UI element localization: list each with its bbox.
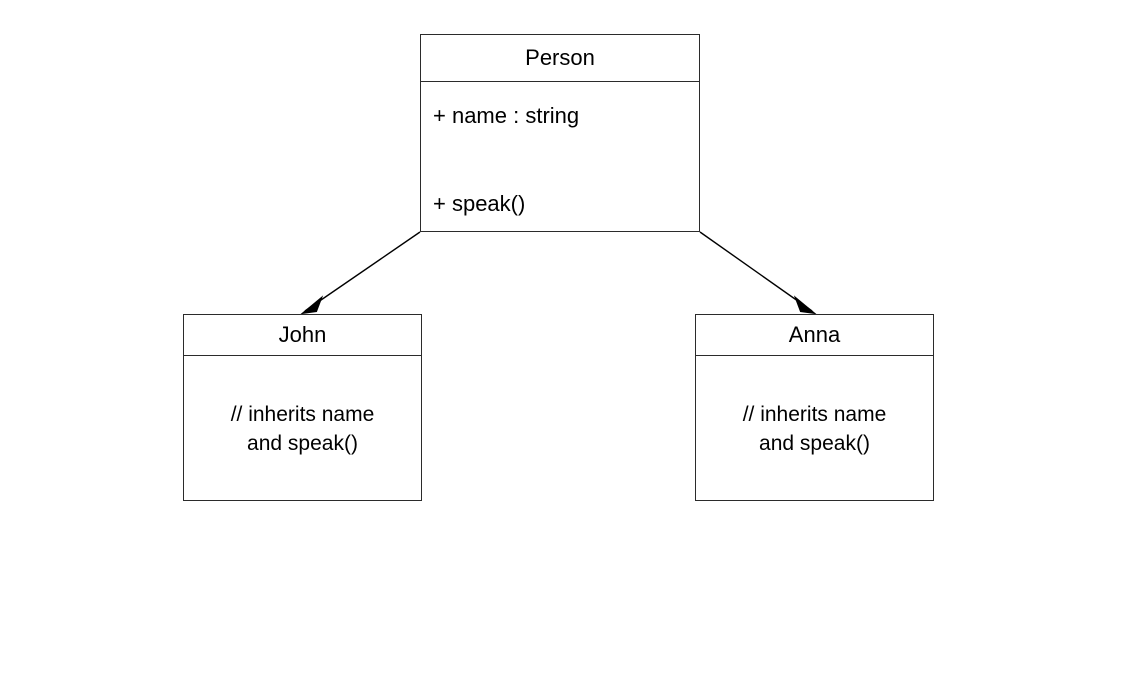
arrowhead-icon bbox=[300, 295, 324, 315]
class-operation-speak: + speak() bbox=[433, 191, 526, 216]
class-box-person[interactable]: Person + name : string + speak() bbox=[420, 34, 700, 232]
class-note-line: // inherits name bbox=[230, 403, 375, 426]
class-attribute-name: + name : string bbox=[433, 103, 580, 128]
class-name-person: Person bbox=[421, 35, 699, 82]
class-name-john: John bbox=[184, 315, 421, 356]
class-members-person: + name : string + speak() bbox=[421, 82, 699, 231]
relationship-person-to-john bbox=[300, 231, 421, 315]
class-box-anna[interactable]: Anna // inherits name and speak() bbox=[695, 314, 934, 501]
class-members-john: // inherits name and speak() bbox=[184, 356, 421, 500]
relationship-person-to-anna bbox=[699, 231, 817, 315]
class-note-line: and speak() bbox=[247, 432, 358, 455]
class-note-john: // inherits name and speak() bbox=[184, 400, 421, 458]
arrowhead-icon bbox=[793, 295, 817, 315]
class-box-john[interactable]: John // inherits name and speak() bbox=[183, 314, 422, 501]
class-members-anna: // inherits name and speak() bbox=[696, 356, 933, 500]
class-note-line: and speak() bbox=[759, 432, 870, 455]
class-note-line: // inherits name bbox=[742, 403, 887, 426]
class-name-anna: Anna bbox=[696, 315, 933, 356]
class-note-anna: // inherits name and speak() bbox=[696, 400, 933, 458]
